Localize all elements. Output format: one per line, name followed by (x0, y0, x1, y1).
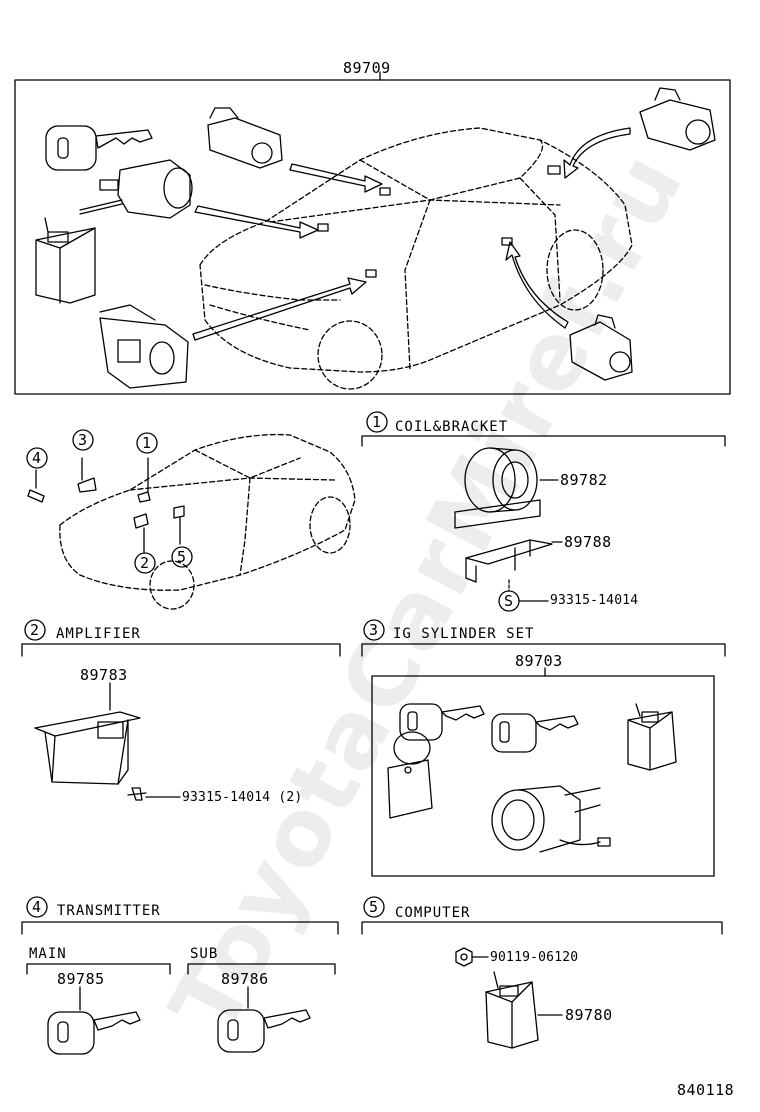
section-4-title: TRANSMITTER (57, 903, 161, 919)
section-5-number: 5 (369, 898, 379, 916)
index-car-outline (59, 433, 356, 610)
main-key (47, 1011, 141, 1055)
assembly-part-number: 89709 (343, 59, 391, 77)
section-3-title: IG SYLINDER SET (393, 626, 535, 642)
callout-3: 3 (78, 431, 88, 449)
ig-cylinder (491, 785, 611, 853)
section-4-number: 4 (32, 898, 42, 916)
section-3-number: 3 (369, 621, 379, 639)
sub-part-number: 89786 (221, 970, 269, 988)
assembly-frame (14, 79, 731, 395)
section-2-number: 2 (30, 621, 40, 639)
ig-set-frame (371, 675, 715, 877)
assembly-door-lock-front (207, 107, 283, 169)
assembly-computer (35, 217, 96, 304)
sub-label: SUB (190, 946, 219, 962)
assembly-ig-cylinder (79, 159, 193, 219)
callout-2: 2 (140, 554, 150, 572)
section-1-title: COIL&BRACKET (395, 419, 509, 435)
bracket-part (465, 539, 553, 583)
callout-5: 5 (177, 548, 187, 566)
assembly-amplifier (99, 304, 189, 389)
section-1-number: 1 (372, 413, 382, 431)
nut-part (455, 947, 489, 967)
main-label: MAIN (29, 946, 67, 962)
ig-set-part-number: 89703 (515, 652, 563, 670)
section-5-title: COMPUTER (395, 905, 471, 921)
section-2-title: AMPLIFIER (56, 626, 141, 642)
amplifier-part-number: 89783 (80, 666, 128, 684)
assembly-trunk-lock (639, 87, 716, 151)
amplifier-screw (127, 787, 181, 801)
figure-number: 840118 (677, 1081, 735, 1099)
amplifier-screw-part-number: 93315-14014 (2) (182, 790, 303, 805)
assembly-key (45, 125, 153, 171)
screw-part-number: 93315-14014 (550, 593, 639, 608)
sub-key (217, 1009, 311, 1053)
ig-key-second (491, 713, 579, 753)
computer-part-number: 89780 (565, 1006, 613, 1024)
computer-part (485, 971, 563, 1049)
amplifier-part (34, 711, 141, 785)
ig-key-with-tag (387, 703, 485, 819)
callout-1: 1 (142, 434, 152, 452)
main-part-number: 89785 (57, 970, 105, 988)
nut-part-number: 90119-06120 (490, 950, 579, 965)
ig-computer (627, 703, 677, 771)
screw-symbol: S (504, 592, 514, 610)
callout-4: 4 (32, 449, 42, 467)
assembly-arrows (192, 127, 631, 341)
assembly-door-lock-rear (569, 314, 633, 381)
coil-part-number: 89782 (560, 471, 608, 489)
coil-part (454, 447, 541, 529)
bracket-part-number: 89788 (564, 533, 612, 551)
